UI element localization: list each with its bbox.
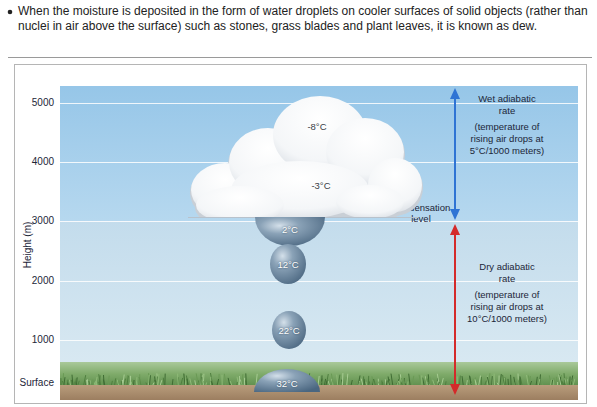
temperature-value: 32°C [276, 378, 297, 389]
temperature-value: -8°C [307, 121, 326, 132]
grass-blade [391, 374, 393, 387]
grass-blade [211, 373, 213, 387]
height-tick: 4000 [32, 156, 54, 168]
lower-sky [60, 221, 578, 371]
grass-blade [518, 374, 520, 388]
rate-title: Wet adiabatic rate [472, 93, 542, 117]
grass-blade [342, 373, 344, 387]
grass-blade [164, 374, 165, 387]
grass-blade [62, 373, 64, 387]
grass-blade [201, 373, 202, 387]
rate-title: Dry adiabatic rate [472, 261, 542, 285]
height-tick: 1000 [32, 334, 54, 346]
grass-blade [245, 373, 247, 387]
separator-line [8, 57, 592, 58]
air-parcel: 22°C [272, 311, 306, 349]
grass-blade [331, 374, 333, 387]
grass-blade [177, 374, 179, 387]
cloud: -8°C -3°C [180, 90, 425, 220]
wet-rate-arrow [450, 88, 460, 220]
surface-tick: Surface [20, 377, 54, 389]
grass-band [60, 362, 578, 386]
temperature-value: 22°C [278, 325, 299, 336]
grass-blade [157, 373, 158, 387]
air-parcel: 32°C [254, 369, 320, 392]
height-tick: 3000 [32, 215, 54, 227]
axis-title: Height (m) [22, 222, 34, 269]
height-tick: 5000 [32, 97, 54, 109]
note-text: When the moisture is deposited in the fo… [18, 4, 593, 34]
rate-note: (temperature of rising air drops at 10°C… [462, 289, 552, 325]
grass-blade [184, 374, 185, 388]
temperature-value: 2°C [282, 224, 298, 235]
temperature-value: 12°C [277, 259, 298, 270]
bullet-dot [8, 10, 13, 15]
figure-frame [15, 65, 587, 404]
temperature-value: -3°C [311, 180, 330, 191]
cloud-shape [180, 90, 425, 220]
height-tick: 2000 [32, 275, 54, 287]
dry-rate-arrow [450, 224, 460, 395]
grass-blade [196, 373, 198, 387]
rate-note: (temperature of rising air drops at 5°C/… [462, 121, 552, 157]
grass-blade [494, 374, 496, 388]
upper-sky [60, 86, 578, 221]
air-parcel: 2°C [255, 217, 325, 246]
air-parcel: 12°C [270, 244, 306, 284]
